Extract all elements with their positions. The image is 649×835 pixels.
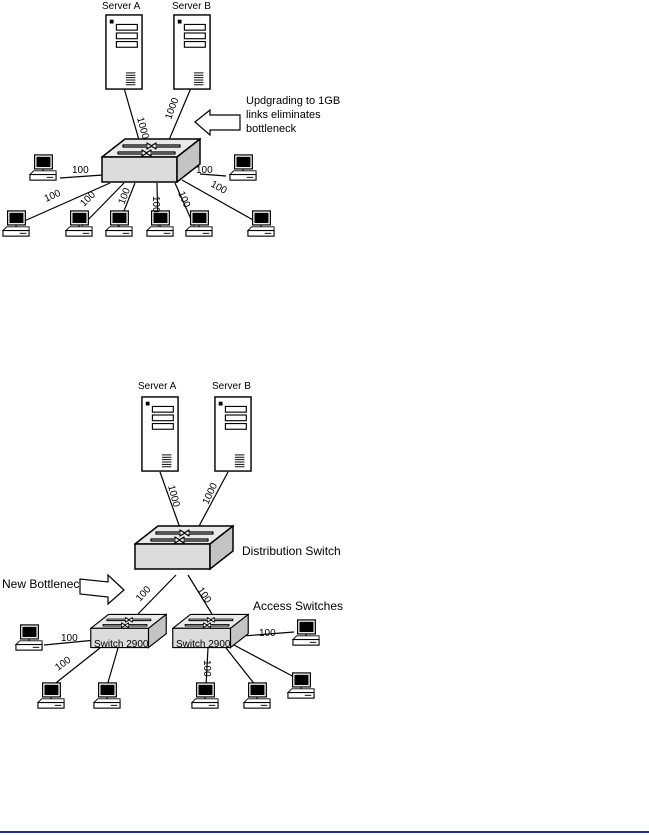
bottom-cables [43, 471, 297, 687]
client-link [21, 182, 111, 223]
client-link [199, 173, 227, 177]
link-speed-label: 100 [150, 196, 161, 213]
link-speed-label: 100 [78, 189, 98, 209]
pc-icon [247, 210, 275, 237]
server-a-label: Server A [138, 381, 177, 392]
server-a-icon [141, 396, 179, 472]
bottom-diagram: Server A Server B 1000 1000 Distribution… [2, 381, 343, 709]
link-speed-label: 100 [195, 585, 214, 605]
top-diagram: Server A Server B 1000 1000 Updgrading t… [2, 1, 340, 237]
page-bottom-rule [0, 831, 649, 833]
link-speed-label: 1000 [134, 116, 150, 141]
server-b-link [197, 471, 229, 529]
access-link [51, 647, 101, 687]
link-speed-label: 100 [196, 165, 213, 176]
pc-icon [15, 624, 43, 651]
link-speed-label: 100 [201, 660, 212, 677]
distribution-switch-icon [134, 525, 234, 570]
bottleneck-arrow-icon [79, 573, 125, 606]
pc-icon [229, 154, 257, 181]
link-speed-label: 100 [72, 165, 89, 176]
switch-label: Switch 2900 [176, 639, 231, 650]
new-bottleneck-label: New Bottleneck [2, 577, 86, 591]
distribution-switch-label: Distribution Switch [242, 544, 341, 558]
client-link [59, 174, 104, 179]
server-a-link [159, 471, 181, 529]
server-a-link [123, 87, 142, 148]
server-b-label: Server B [172, 1, 211, 12]
server-b-label: Server B [212, 381, 251, 392]
access-link [205, 647, 209, 687]
uplink-left [137, 574, 177, 615]
server-a-label: Server A [102, 1, 141, 12]
pc-icon [37, 682, 65, 709]
link-speed-label: 100 [259, 628, 276, 639]
server-b-link [165, 87, 192, 148]
link-speed-label: 100 [175, 190, 192, 210]
access-link [106, 647, 119, 687]
client-link [81, 182, 125, 227]
link-speed-label: 100 [117, 186, 134, 206]
access-link [43, 639, 97, 646]
pc-icon [2, 210, 30, 237]
switch-label: Switch 2900 [94, 639, 149, 650]
pc-icon [243, 682, 271, 709]
link-speed-label: 100 [61, 633, 78, 644]
pc-icon [146, 210, 174, 237]
server-b-icon [173, 14, 211, 90]
callout-arrow-icon [194, 108, 241, 137]
server-a-icon [105, 14, 143, 90]
pc-icon [287, 672, 315, 699]
switch-icon [101, 138, 201, 183]
access-link [225, 647, 257, 687]
callout-text: bottleneck [246, 123, 297, 135]
client-link [181, 179, 263, 226]
pc-icon [185, 210, 213, 237]
uplink-right [187, 574, 213, 615]
callout-text: links eliminates [246, 109, 321, 121]
callout-text: Updgrading to 1GB [246, 95, 340, 107]
pc-icon [292, 619, 320, 646]
access-link [231, 643, 297, 679]
link-speed-label: 100 [43, 188, 63, 205]
pc-icon [191, 682, 219, 709]
server-b-icon [214, 396, 252, 472]
link-speed-label: 1000 [201, 481, 221, 506]
pc-icon [93, 682, 121, 709]
link-speed-label: 100 [209, 179, 229, 197]
link-speed-label: 1000 [165, 484, 181, 509]
pc-icon [29, 154, 57, 181]
access-switches-label: Access Switches [253, 599, 343, 613]
pc-icon [65, 210, 93, 237]
pc-icon [105, 210, 133, 237]
